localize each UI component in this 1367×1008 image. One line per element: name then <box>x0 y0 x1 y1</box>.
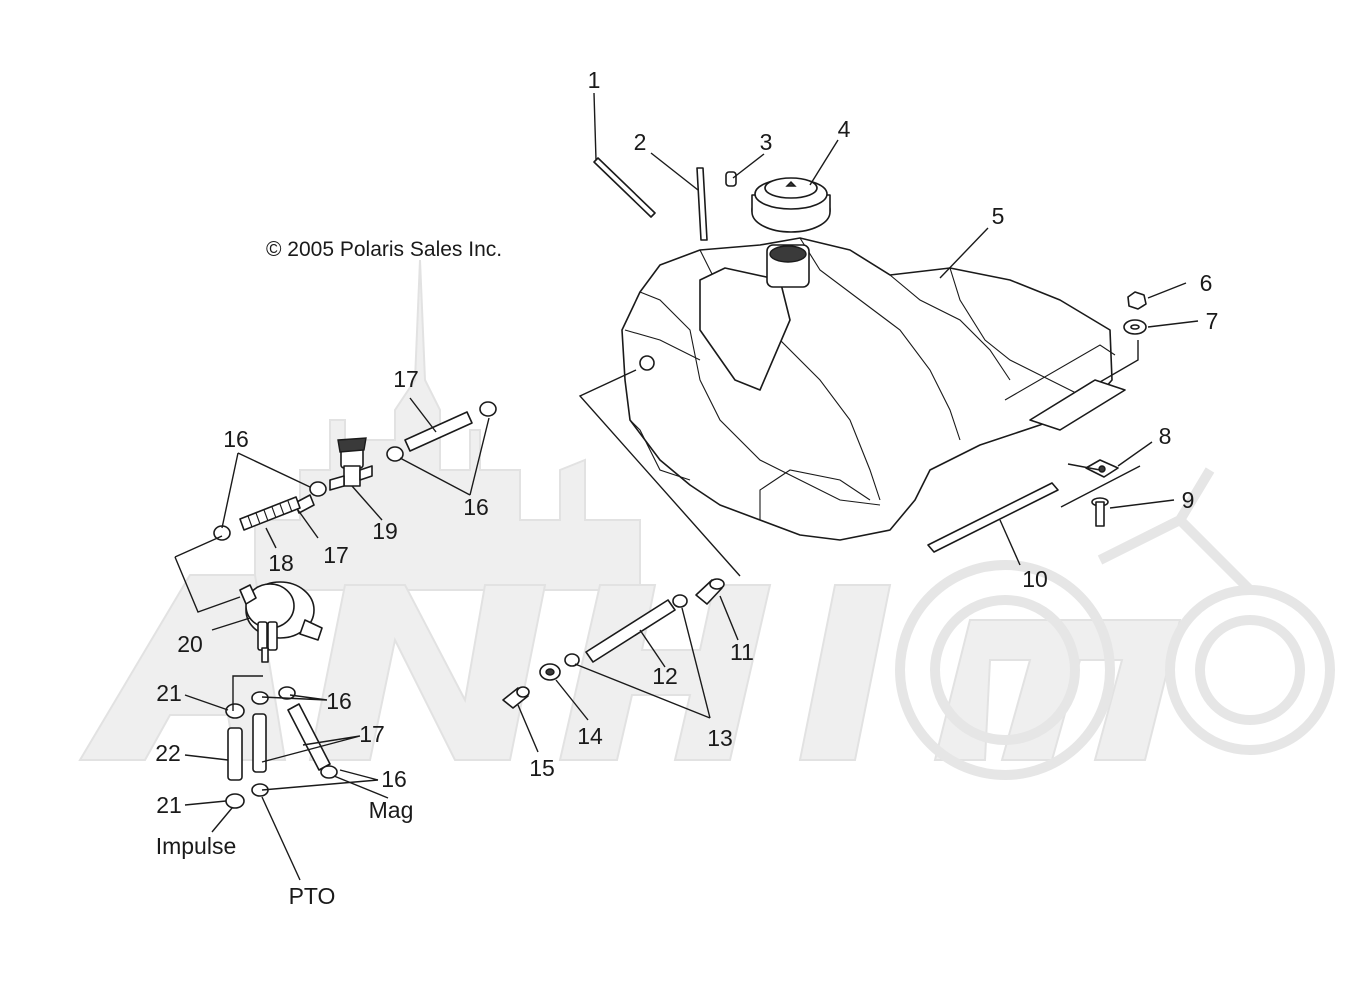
callout-22: 22 <box>155 740 181 766</box>
fuel-line-12 <box>585 599 676 663</box>
fuel-pump-20 <box>239 581 323 663</box>
callout-2: 2 <box>634 129 647 155</box>
callout-21-upper: 21 <box>156 680 182 706</box>
callout-labels: 1 2 3 4 5 6 7 8 9 10 11 12 13 14 15 16 1… <box>155 67 1218 818</box>
nut-6 <box>1127 291 1147 310</box>
callout-17-lower: 17 <box>359 721 385 747</box>
hose-17-upper <box>404 411 473 452</box>
callout-5: 5 <box>992 203 1005 229</box>
pad-strip-10 <box>927 482 1059 553</box>
label-impulse: Impulse <box>156 833 237 859</box>
callout-1: 1 <box>588 67 601 93</box>
callout-6: 6 <box>1200 270 1213 296</box>
grommet-14 <box>539 663 561 681</box>
spacer-8 <box>1085 459 1119 478</box>
vent-strap-1 <box>593 157 656 218</box>
callout-21-lower: 21 <box>156 792 182 818</box>
callout-11: 11 <box>730 639 754 665</box>
hoses-lower <box>227 703 331 781</box>
fitting-15 <box>502 686 530 709</box>
callout-4: 4 <box>838 116 851 142</box>
callout-18: 18 <box>268 550 294 576</box>
callout-9: 9 <box>1182 487 1195 513</box>
fuel-valve-19 <box>329 437 373 491</box>
callout-14: 14 <box>577 723 603 749</box>
label-mag: Mag <box>369 797 414 823</box>
label-pto: PTO <box>289 883 336 909</box>
filter-18 <box>239 496 301 531</box>
fitting-11 <box>695 578 725 605</box>
washer-7 <box>1123 319 1147 335</box>
callout-16-pump: 16 <box>326 688 352 714</box>
callout-20: 20 <box>177 631 203 657</box>
clamp-13 <box>564 594 688 667</box>
fuel-tank <box>621 237 1126 541</box>
clamp-16-upper <box>386 401 497 462</box>
callout-19: 19 <box>372 518 398 544</box>
callout-12: 12 <box>652 663 678 689</box>
fitting-3 <box>725 171 737 187</box>
callout-15: 15 <box>529 755 555 781</box>
clamp-16-middle <box>213 481 327 541</box>
callout-13: 13 <box>707 725 733 751</box>
bolt-9 <box>1091 497 1109 527</box>
port-labels: Impulse Mag PTO <box>156 797 414 909</box>
leader-lines <box>174 92 1199 881</box>
fuel-cap <box>751 177 831 233</box>
copyright-text: © 2005 Polaris Sales Inc. <box>266 238 502 261</box>
callout-10: 10 <box>1022 566 1048 592</box>
callout-16-lower: 16 <box>381 766 407 792</box>
callout-16-valve-left: 16 <box>223 426 249 452</box>
callout-17-middle: 17 <box>323 542 349 568</box>
vent-tube-2 <box>696 167 708 241</box>
callout-8: 8 <box>1159 423 1172 449</box>
callout-3: 3 <box>760 129 773 155</box>
watermark <box>78 259 1335 780</box>
callout-16-valve-right: 16 <box>463 494 489 520</box>
callout-7: 7 <box>1206 308 1219 334</box>
callout-17-upper: 17 <box>393 366 419 392</box>
